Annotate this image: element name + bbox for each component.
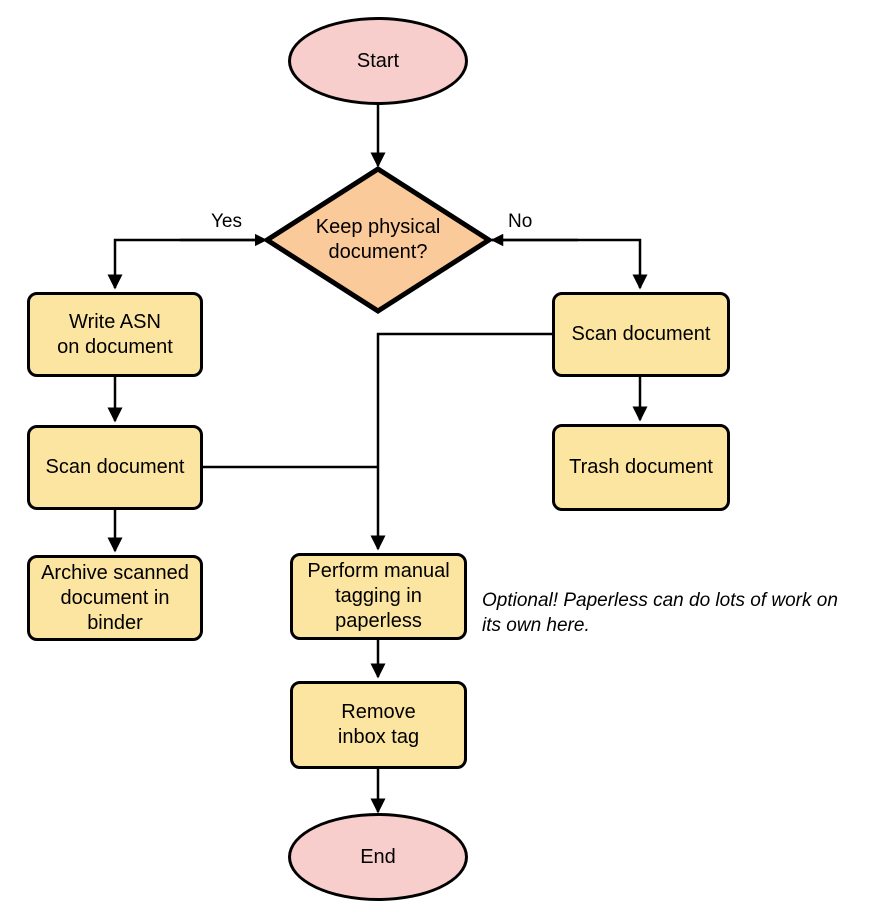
note-optional-line1: Optional! Paperless can do lots of work …	[482, 590, 838, 611]
node-write-asn[interactable]: Write ASN on document	[27, 292, 203, 377]
node-start-label: Start	[356, 49, 400, 72]
decision-label-line2: document?	[328, 241, 428, 263]
node-perform-manual-tagging[interactable]: Perform manual tagging in paperless	[290, 553, 467, 640]
node-archive-scanned-document[interactable]: Archive scanned document in binder	[27, 555, 203, 641]
tagging-line3: paperless	[335, 610, 422, 632]
node-scan-document-right[interactable]: Scan document	[552, 292, 730, 377]
note-optional: Optional! Paperless can do lots of work …	[482, 588, 882, 638]
edge-scan-right-to-tagging	[370, 332, 552, 551]
node-keep-physical-document[interactable]: Keep physical document?	[264, 166, 492, 314]
remove-line2: inbox tag	[337, 726, 420, 748]
node-scan-document-left[interactable]: Scan document	[27, 425, 203, 510]
node-trash-document[interactable]: Trash document	[552, 424, 730, 511]
edge-label-yes: Yes	[211, 211, 242, 232]
note-optional-line2: its own here.	[482, 615, 590, 636]
archive-line3: binder	[87, 611, 143, 634]
node-keep-physical-document-label: Keep physical document?	[310, 215, 447, 265]
node-scan-document-right-label: Scan document	[572, 322, 711, 347]
tagging-line2: tagging in	[335, 585, 422, 607]
node-remove-inbox-tag[interactable]: Remove inbox tag	[290, 681, 467, 769]
node-end[interactable]: End	[288, 813, 468, 901]
decision-diamond-shape	[264, 166, 492, 314]
scan-right-line1: Scan document	[571, 323, 711, 345]
node-start[interactable]: Start	[288, 17, 468, 105]
tagging-line1: Perform manual	[307, 560, 450, 582]
edge-label-no: No	[508, 211, 533, 232]
node-scan-document-left-label: Scan document	[46, 455, 185, 480]
edge-decision-to-scan-right	[492, 238, 648, 290]
node-trash-document-label: Trash document	[569, 455, 713, 480]
node-perform-manual-tagging-label: Perform manual tagging in paperless	[307, 559, 449, 634]
decision-label-line1: Keep physical	[315, 216, 441, 238]
node-archive-scanned-document-label: Archive scanned document in binder	[41, 561, 189, 636]
trash-line1: Trash document	[569, 456, 713, 478]
edge-decision-to-write	[107, 238, 266, 290]
node-end-label: End	[360, 845, 396, 868]
archive-line2: document in	[60, 586, 170, 609]
node-remove-inbox-tag-label: Remove inbox tag	[338, 700, 419, 750]
scan-left-line1: Scan document	[45, 456, 185, 478]
node-write-asn-label: Write ASN on document	[57, 310, 173, 360]
write-asn-line1: Write ASN	[69, 310, 161, 333]
write-asn-line2: on document	[57, 335, 173, 358]
remove-line1: Remove	[341, 701, 416, 723]
archive-line1: Archive scanned	[41, 561, 189, 584]
